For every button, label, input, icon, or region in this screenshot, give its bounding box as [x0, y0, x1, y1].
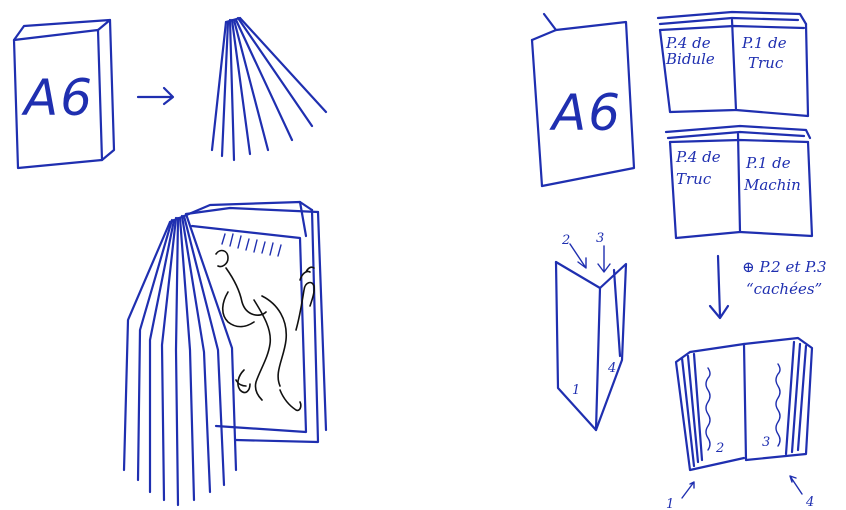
a6-label-right: A6 — [549, 84, 622, 142]
spread-top: P.4 de Bidule P.1 de Truc — [658, 12, 808, 116]
left-sketch: A6 — [14, 18, 326, 505]
page-label-2b: Truc — [748, 54, 784, 72]
a6-booklet-icon: A6 — [532, 14, 634, 186]
booklet-number-1: 1 — [666, 497, 674, 510]
a6-label: A6 — [21, 69, 94, 127]
booklet-number-2: 2 — [715, 441, 724, 456]
page-label-1b: Bidule — [665, 50, 715, 68]
booklet-number-3: 3 — [762, 435, 770, 450]
arrow-icon — [138, 88, 173, 104]
page-label-3b: Truc — [676, 170, 712, 188]
fold-number-2: 2 — [561, 233, 570, 248]
fold-number-4: 4 — [607, 361, 616, 376]
page-label-4b: Machin — [743, 176, 801, 194]
hidden-note-line2: “cachées” — [746, 280, 822, 298]
page-label-4a: P.1 de — [745, 154, 791, 172]
right-sketch: A6 P.4 de Bidule P.1 de Truc P.4 de Truc… — [532, 12, 827, 510]
folded-sheet-sketch: 2 3 1 4 — [556, 231, 626, 430]
page-label-2a: P.1 de — [741, 34, 787, 52]
figure-drawing — [216, 251, 314, 411]
page-label-3a: P.4 de — [675, 148, 721, 166]
hidden-note-line1: ⊕ P.2 et P.3 — [742, 258, 827, 276]
a6-book-icon: A6 — [14, 20, 114, 168]
open-book-sketch — [124, 202, 326, 505]
spread-bottom: P.4 de Truc P.1 de Machin — [666, 126, 812, 238]
down-arrow-icon — [710, 256, 728, 318]
fold-number-1: 1 — [572, 383, 580, 398]
open-booklet-sketch: 2 3 1 4 — [666, 338, 814, 510]
fanned-pages-icon — [212, 18, 326, 160]
booklet-number-4: 4 — [805, 495, 814, 510]
fold-number-3: 3 — [596, 231, 604, 246]
